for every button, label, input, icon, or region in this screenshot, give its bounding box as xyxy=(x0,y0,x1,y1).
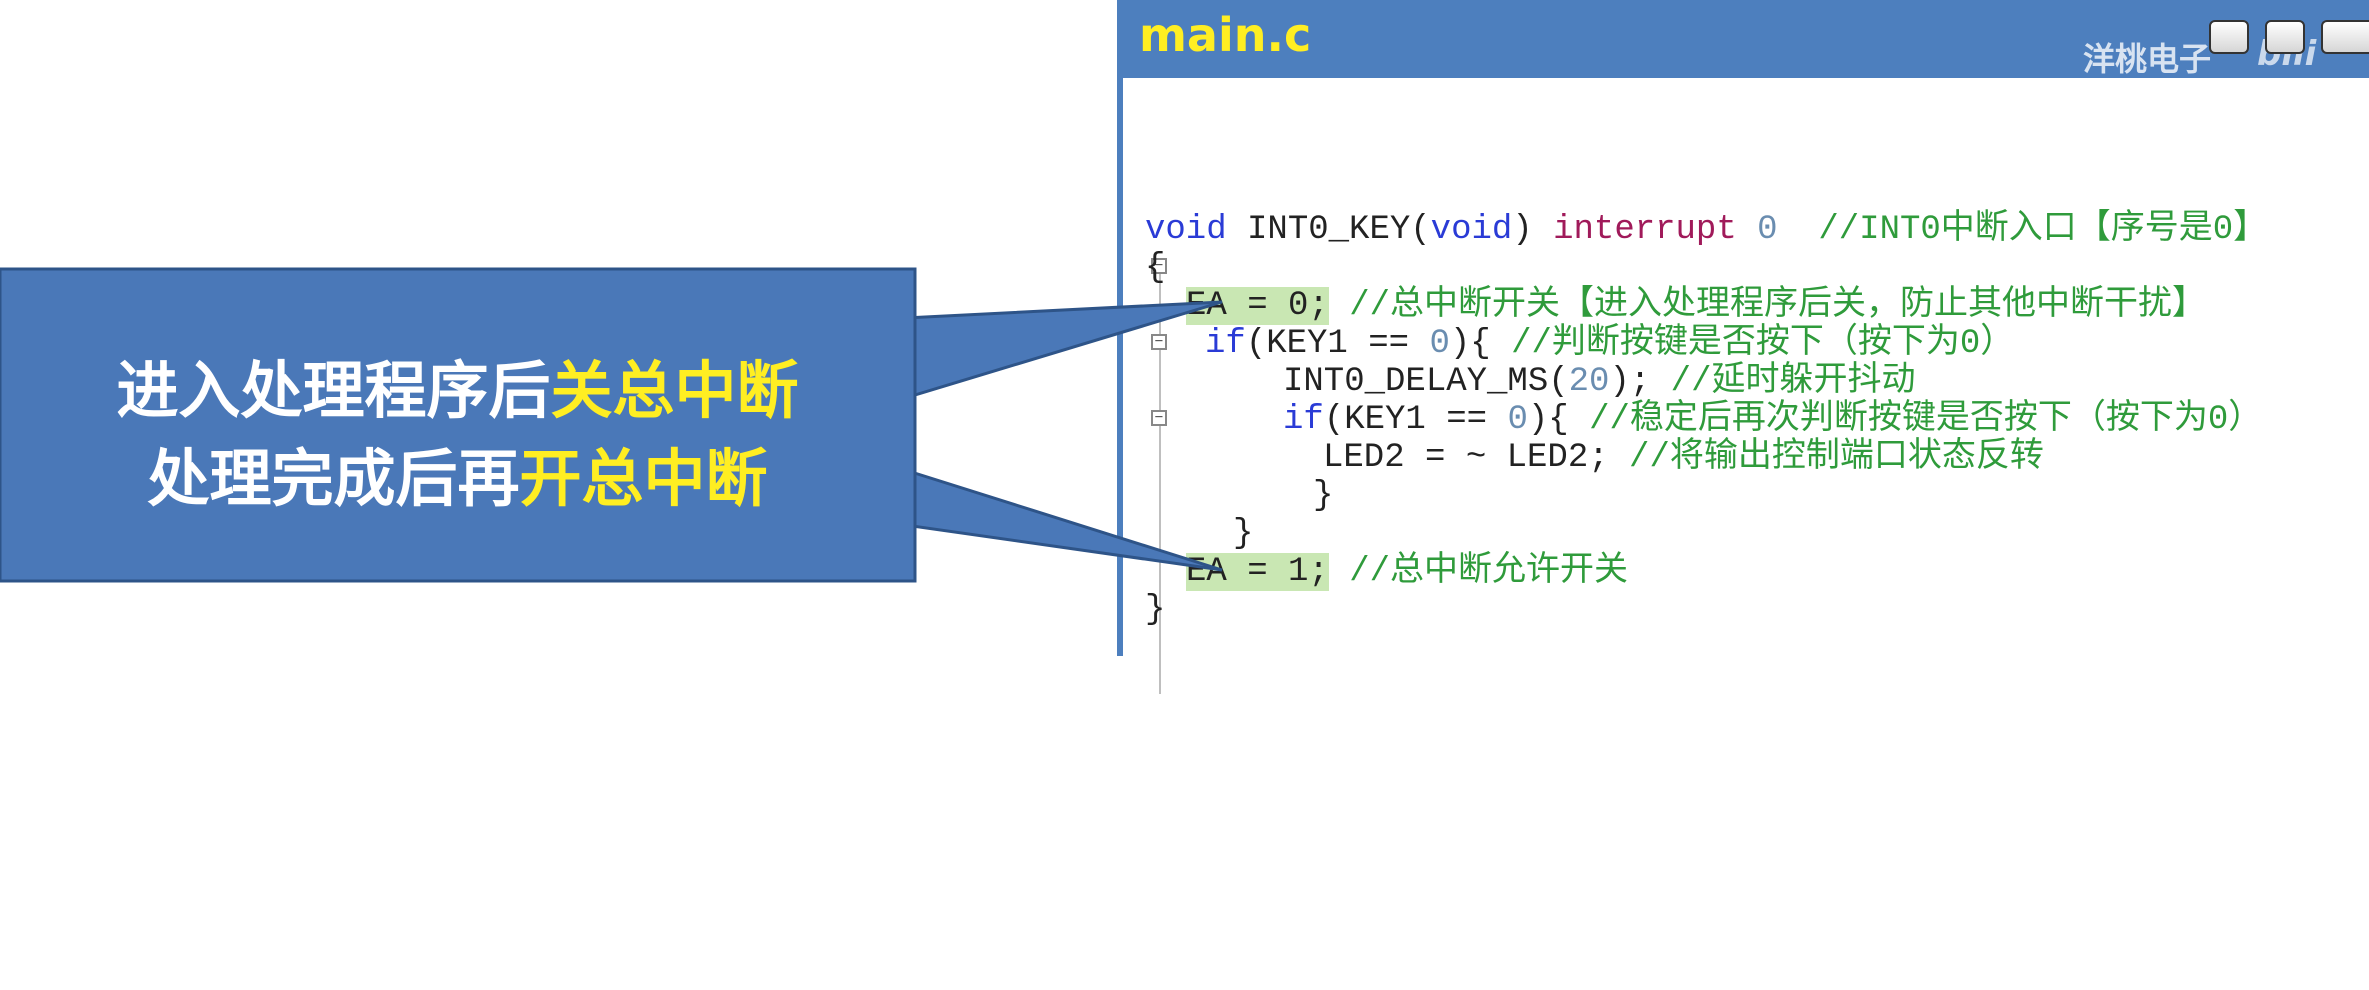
callout-pointer-top xyxy=(903,300,1223,401)
close-button[interactable] xyxy=(2321,20,2369,54)
code-text: void INT0_KEY(void) interrupt 0 //INT0中断… xyxy=(1123,78,2267,990)
code-line: EA = 0; //总中断开关【进入处理程序后关，防止其他中断干扰】 xyxy=(1186,287,2207,325)
code-area[interactable]: − − − void INT0_KEY(void) interrupt 0 //… xyxy=(1123,78,2369,694)
code-line: if(KEY1 == 0){ //判断按键是否按下（按下为0） xyxy=(1205,325,2015,363)
code-line: } xyxy=(1145,591,1166,629)
code-line: } xyxy=(1233,515,1254,553)
fold-toggle-icon[interactable]: − xyxy=(1151,334,1167,350)
callout-shape xyxy=(0,267,1223,583)
code-line: LED2 = ~ LED2; //将输出控制端口状态反转 xyxy=(1323,439,2044,477)
callout-pointer-bottom xyxy=(903,467,1223,572)
callout-line-1: 进入处理程序后关总中断 xyxy=(116,354,799,427)
code-line: INT0_DELAY_MS(20); //延时躲开抖动 xyxy=(1283,363,1916,401)
code-line: EA = 1; //总中断允许开关 xyxy=(1186,553,1629,591)
code-line: void INT0_KEY(void) interrupt 0 //INT0中断… xyxy=(1145,211,2268,249)
fold-toggle-icon[interactable]: − xyxy=(1151,258,1167,274)
callout-line-2: 处理完成后再开总中断 xyxy=(147,442,768,515)
code-line: { xyxy=(1145,249,1166,287)
fold-toggle-icon[interactable]: − xyxy=(1151,410,1167,426)
highlight-ea-off: EA = 0; xyxy=(1186,287,1329,325)
maximize-button[interactable] xyxy=(2265,20,2305,54)
watermark-text: 洋桃电子 xyxy=(2083,40,2212,78)
code-line: if(KEY1 == 0){ //稳定后再次判断按键是否按下（按下为0） xyxy=(1283,401,2263,439)
callout-box xyxy=(0,267,917,583)
code-editor-window: main.c 洋桃电子 bili − − − void INT0_KEY(voi… xyxy=(1117,0,2369,694)
highlight-ea-on: EA = 1; xyxy=(1186,553,1329,591)
editor-title: main.c xyxy=(1139,8,1312,62)
minimize-button[interactable] xyxy=(2209,20,2249,54)
fold-guide xyxy=(1159,274,1161,694)
code-line: } xyxy=(1313,477,1334,515)
